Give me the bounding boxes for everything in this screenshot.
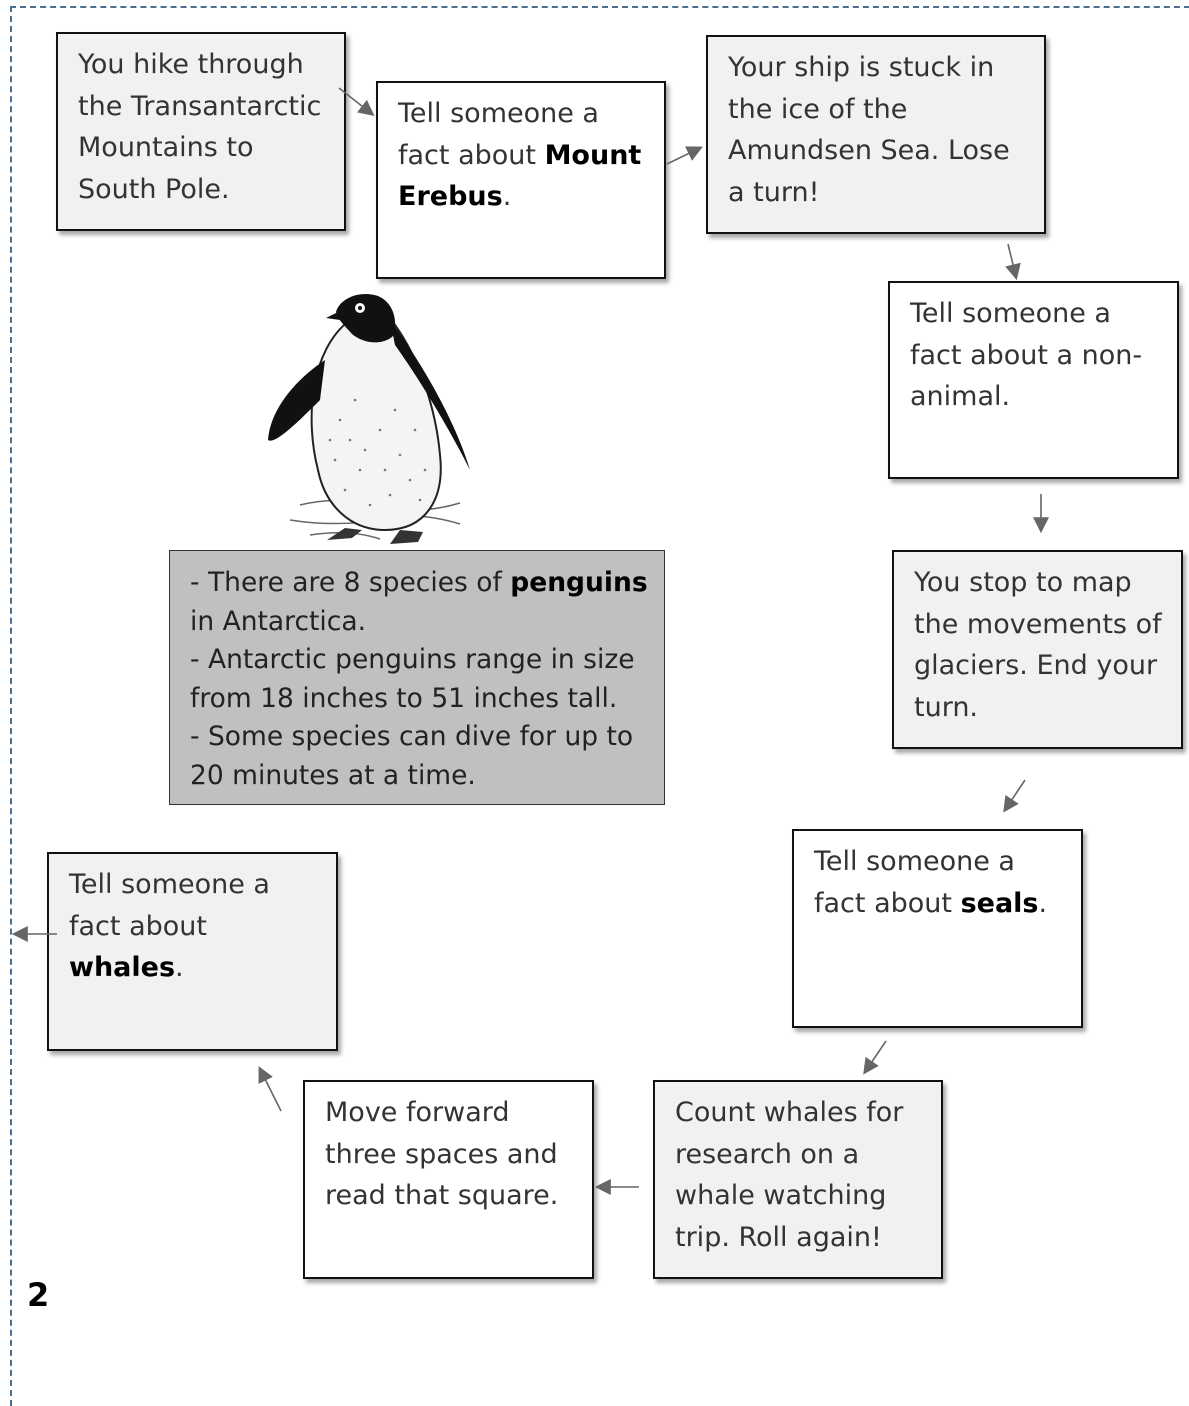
board-square-9: Tell someone a fact about whales. — [47, 852, 338, 1051]
arrow-3-to-4 — [1005, 243, 1021, 281]
penguin-facts-box: - There are 8 species of penguins in Ant… — [169, 550, 665, 805]
fact-3: - Some species can dive for up to 20 min… — [190, 721, 634, 791]
square-5-text: You stop to map the movements of glacier… — [914, 567, 1162, 723]
square-9-text-post: . — [175, 952, 184, 983]
square-4-text: Tell someone a fact about a non-animal. — [910, 298, 1143, 412]
arrow-6-to-7 — [863, 1040, 887, 1075]
square-6-text-post: . — [1038, 887, 1048, 919]
arrow-8-to-9 — [258, 1066, 282, 1112]
arrow-2-to-3 — [666, 146, 703, 165]
penguin-icon — [268, 293, 470, 544]
fact-2: - Antarctic penguins range in size from … — [190, 644, 635, 714]
square-2-text-post: . — [502, 181, 512, 212]
arrow-icon — [11, 87, 1049, 1195]
square-8-text: Move forward three spaces and read that … — [325, 1097, 559, 1211]
board-square-1: You hike through the Transantarctic Moun… — [56, 32, 346, 231]
penguin-illustration — [11, 87, 1049, 1195]
fact-1-post: in Antarctica. — [190, 605, 367, 637]
fact-1-pre: - There are 8 species of — [190, 567, 511, 598]
square-9-keyword: whales — [69, 952, 176, 983]
square-6-keyword: seals — [960, 887, 1039, 919]
board-square-8: Move forward three spaces and read that … — [303, 1080, 594, 1279]
square-2-text-pre: Tell someone a fact about — [398, 98, 599, 171]
board-square-6: Tell someone a fact about seals. — [792, 829, 1083, 1028]
fact-1-keyword: penguins — [510, 567, 648, 598]
board-square-2: Tell someone a fact about Mount Erebus. — [376, 81, 666, 279]
board-square-4: Tell someone a fact about a non-animal. — [888, 281, 1179, 479]
square-3-text: Your ship is stuck in the ice of the Amu… — [728, 52, 1010, 208]
arrow-1-to-2 — [338, 87, 375, 116]
page-border — [10, 6, 1189, 1406]
square-1-text: You hike through the Transantarctic Moun… — [78, 49, 322, 205]
square-6-text-pre: Tell someone a fact about — [814, 846, 1015, 919]
board-square-3: Your ship is stuck in the ice of the Amu… — [706, 35, 1046, 234]
page-number: 2 — [27, 1276, 50, 1314]
square-9-text-pre: Tell someone a fact about — [69, 869, 270, 942]
arrow-5-to-6 — [1003, 779, 1026, 813]
board-square-7: Count whales for research on a whale wat… — [653, 1080, 943, 1279]
board-square-5: You stop to map the movements of glacier… — [892, 550, 1183, 749]
square-7-text: Count whales for research on a whale wat… — [675, 1097, 904, 1253]
square-2-keyword: Mount Erebus — [398, 139, 642, 213]
